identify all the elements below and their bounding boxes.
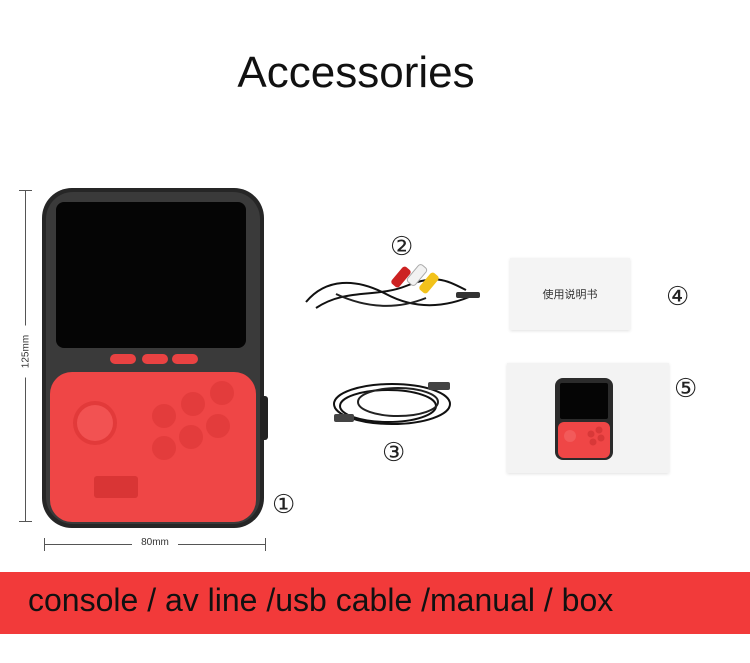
game-console-image: [42, 188, 268, 528]
manual-card: 使用说明书: [510, 258, 630, 330]
av-cable-image: [305, 264, 480, 309]
width-dimension: 80mm: [44, 537, 266, 551]
marker-3: ③: [382, 438, 406, 468]
marker-1: ①: [272, 490, 296, 520]
retail-box: [507, 363, 669, 473]
width-label: 80mm: [132, 537, 178, 548]
page-title: Accessories: [237, 48, 475, 97]
box-console-image: [555, 378, 613, 460]
height-label: 125mm: [20, 325, 32, 378]
height-dimension: 125mm: [16, 190, 36, 522]
banner-text: console / av line /usb cable /manual / b…: [28, 582, 614, 618]
marker-5: ⑤: [674, 374, 698, 404]
marker-4: ④: [666, 282, 690, 312]
bottom-banner: [0, 572, 750, 634]
marker-2: ②: [390, 232, 414, 262]
usb-cable-image: [333, 382, 451, 425]
manual-text: 使用说明书: [542, 288, 598, 301]
